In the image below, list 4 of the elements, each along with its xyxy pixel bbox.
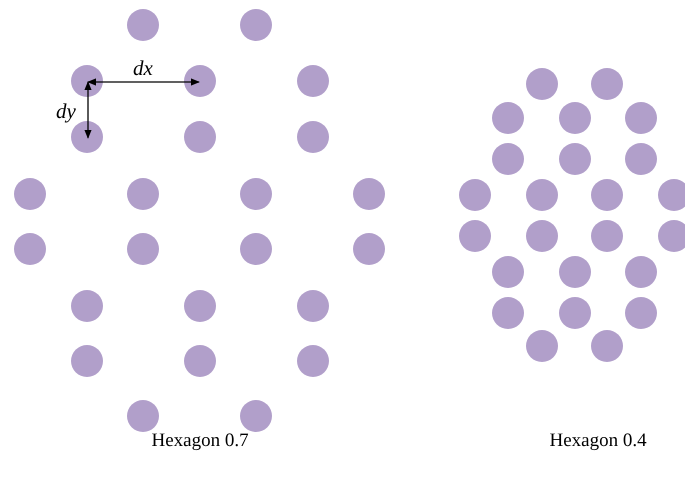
dimension-label: dx (133, 58, 153, 78)
dimension-label: dy (56, 100, 76, 122)
pattern-caption: Hexagon 0.4 (550, 430, 647, 450)
pattern-caption: Hexagon 0.7 (152, 430, 249, 450)
